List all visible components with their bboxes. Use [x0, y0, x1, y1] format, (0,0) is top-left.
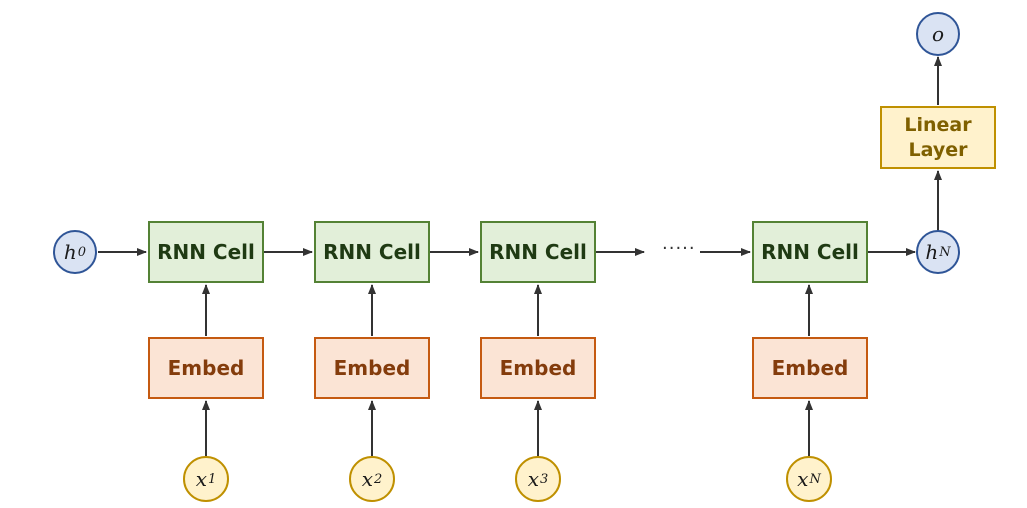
rnn-cell-label: RNN Cell: [489, 240, 587, 264]
hN-sub: N: [939, 244, 951, 260]
x1-sub: 1: [208, 471, 217, 487]
x1-base: x: [195, 467, 207, 491]
h0-sub: 0: [77, 244, 87, 260]
embed-N: Embed: [752, 337, 868, 399]
embed-label: Embed: [167, 356, 245, 380]
linear-layer-box: Linear Layer: [880, 106, 996, 169]
x2-sub: 2: [374, 471, 383, 487]
embed-1: Embed: [148, 337, 264, 399]
x3-base: x: [527, 467, 539, 491]
xN-sub: N: [809, 471, 821, 487]
hN-base: h: [925, 240, 939, 264]
embed-2: Embed: [314, 337, 430, 399]
rnn-cell-3: RNN Cell: [480, 221, 596, 283]
rnn-cell-1: RNN Cell: [148, 221, 264, 283]
embed-label: Embed: [333, 356, 411, 380]
xN-base: x: [797, 467, 809, 491]
rnn-cell-N: RNN Cell: [752, 221, 868, 283]
linear-layer-line1: Linear: [904, 113, 972, 136]
x3-sub: 3: [540, 471, 549, 487]
rnn-cell-label: RNN Cell: [157, 240, 255, 264]
output-node: o: [916, 12, 960, 56]
embed-label: Embed: [499, 356, 577, 380]
linear-layer-line2: Layer: [908, 138, 968, 161]
output-label: o: [931, 22, 945, 46]
h0-base: h: [63, 240, 77, 264]
x2-base: x: [361, 467, 373, 491]
embed-label: Embed: [771, 356, 849, 380]
embed-3: Embed: [480, 337, 596, 399]
ellipsis: ·····: [662, 238, 696, 259]
rnn-cell-label: RNN Cell: [323, 240, 421, 264]
rnn-cell-2: RNN Cell: [314, 221, 430, 283]
rnn-cell-label: RNN Cell: [761, 240, 859, 264]
